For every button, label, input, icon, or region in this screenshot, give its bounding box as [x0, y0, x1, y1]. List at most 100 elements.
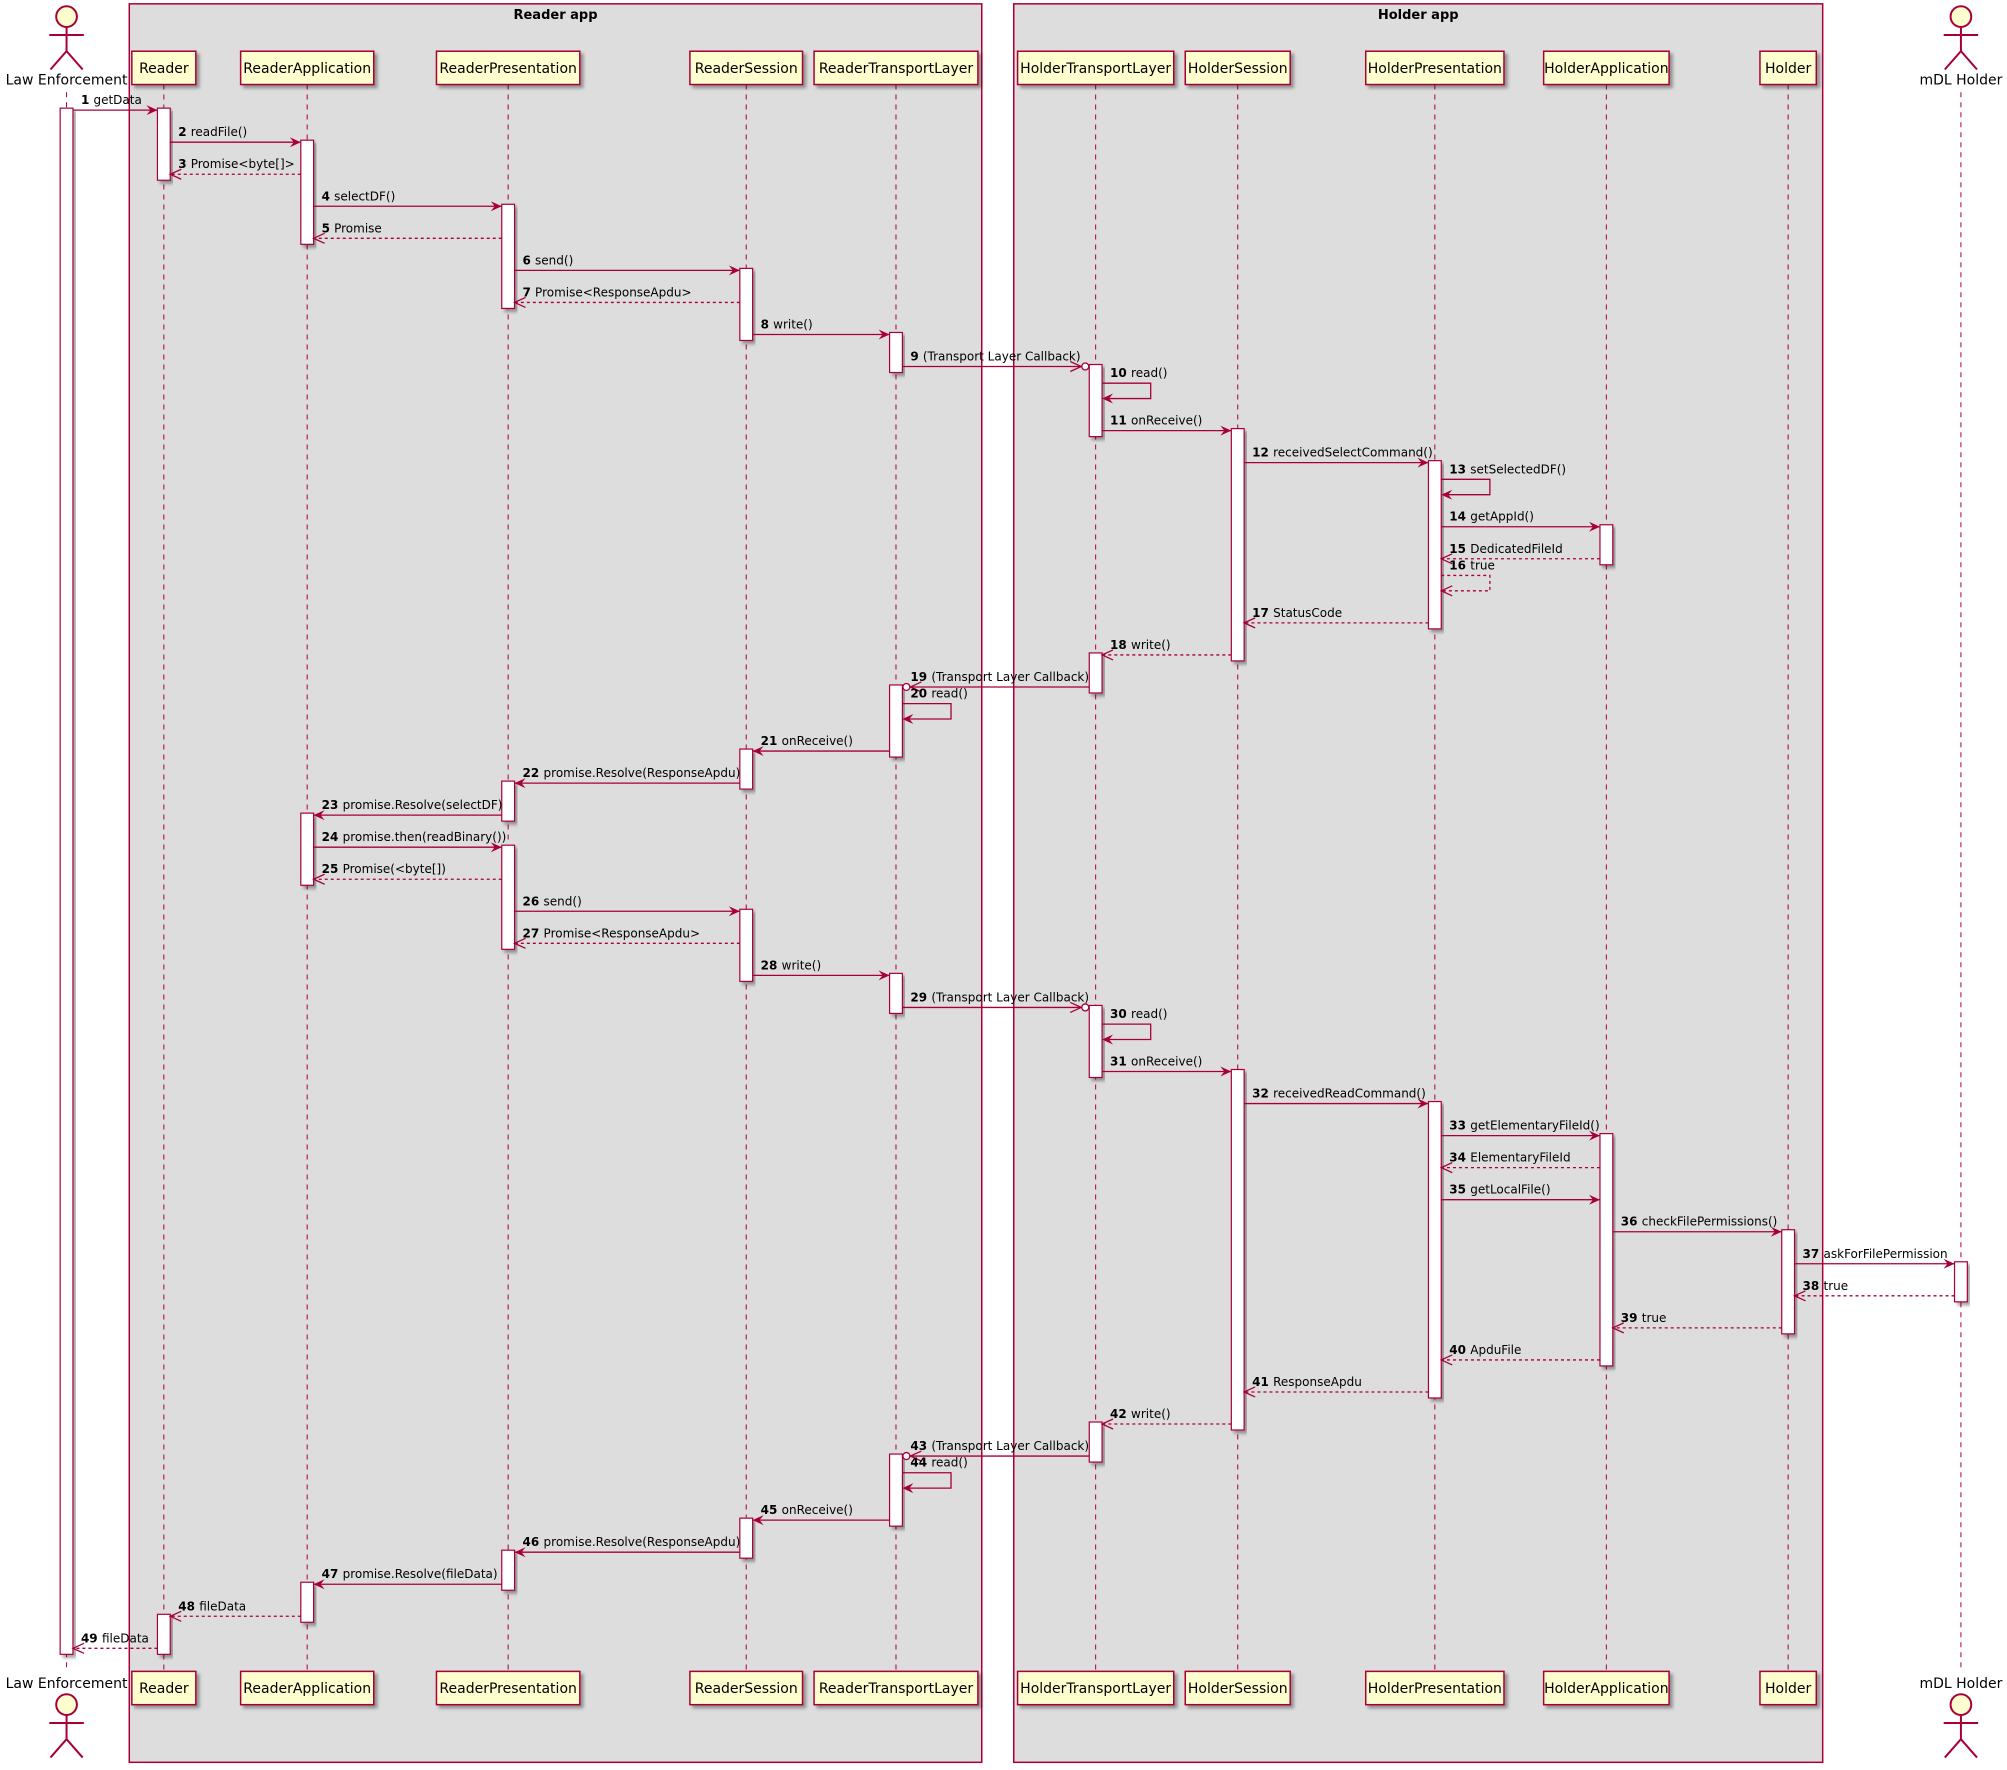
- message-label: fileData: [199, 1599, 246, 1613]
- message-number: 29: [910, 990, 927, 1004]
- box-title: Reader app: [513, 8, 597, 23]
- arrow-head: [908, 1450, 922, 1462]
- arrow-head: [878, 970, 890, 981]
- message-number: 13: [1449, 462, 1466, 476]
- message-number: 42: [1110, 1407, 1127, 1421]
- participant-rect: [1016, 1670, 1175, 1706]
- message-number: 3: [178, 157, 186, 171]
- message-number: 15: [1449, 542, 1466, 556]
- actor-figure: [1943, 1693, 1979, 1759]
- message-number: 26: [523, 894, 540, 908]
- message-label: selectDF(): [334, 189, 395, 203]
- message-label: promise.Resolve(fileData): [343, 1567, 498, 1581]
- message-number: 45: [761, 1503, 778, 1517]
- message-number: 37: [1803, 1247, 1820, 1261]
- arrow-head: [1792, 1290, 1806, 1302]
- message-label: Promise(<byte[]): [343, 862, 446, 876]
- message-number: 39: [1621, 1311, 1638, 1325]
- message-9: 9(Transport Layer Callback): [902, 350, 1090, 373]
- message-label: read(): [1131, 1007, 1167, 1021]
- participant-box-bottom: Holder: [1759, 1670, 1818, 1706]
- box-background: [128, 3, 983, 1764]
- message-label: read(): [931, 1456, 967, 1470]
- arrow-head: [1220, 1066, 1232, 1077]
- participant-label: HolderApplication: [1544, 1681, 1668, 1697]
- message-number: 11: [1110, 414, 1127, 428]
- arrow-head: [1439, 1162, 1453, 1174]
- message-number: 38: [1803, 1279, 1820, 1293]
- participant-rect: [1016, 50, 1175, 86]
- participant-box-top: ReaderPresentation: [435, 50, 581, 86]
- message-label: write(): [782, 958, 822, 972]
- participant-rect: [1542, 50, 1670, 86]
- actor-body: [49, 26, 84, 71]
- activation-bar: [156, 107, 171, 181]
- arrow-head: [312, 873, 325, 885]
- message-label: setSelectedDF(): [1470, 462, 1566, 476]
- message-number: 22: [523, 766, 540, 780]
- message-number: 32: [1252, 1087, 1269, 1101]
- arrow-head: [1943, 1258, 1955, 1269]
- arrow-head: [1439, 1354, 1453, 1366]
- participant-rect: [435, 50, 581, 86]
- message-25: 25 Promise(<byte[]): [312, 862, 502, 885]
- participant-rect: [1364, 50, 1505, 86]
- participant-box-bottom: ReaderTransportLayer: [813, 1670, 979, 1706]
- participant-label: ReaderApplication: [243, 1681, 371, 1697]
- participant-label: HolderTransportLayer: [1020, 61, 1171, 77]
- participant-box-bottom: HolderPresentation: [1364, 1670, 1505, 1706]
- message-number: 10: [1110, 366, 1127, 380]
- participant-rect: [1542, 1670, 1670, 1706]
- activation-bar: [1088, 1004, 1103, 1079]
- participant-label: ReaderTransportLayer: [819, 1681, 974, 1697]
- participant-rect: [1184, 1670, 1291, 1706]
- activation-bar: [501, 203, 516, 310]
- participant-box-bottom: HolderApplication: [1542, 1670, 1670, 1706]
- arrow-head: [1588, 1194, 1600, 1205]
- message-label: ResponseApdu: [1273, 1375, 1362, 1389]
- participant-box-top: ReaderTransportLayer: [813, 50, 979, 86]
- message-number: 23: [322, 798, 339, 812]
- message-number: 44: [910, 1456, 927, 1470]
- participant-label: ReaderPresentation: [439, 61, 576, 77]
- activation-bar: [888, 684, 903, 758]
- participant-box-top: HolderTransportLayer: [1016, 50, 1175, 86]
- message-label: Promise<ResponseApdu>: [544, 926, 701, 940]
- message-label: send(): [544, 894, 582, 908]
- message-line: [902, 702, 952, 720]
- arrow-head: [312, 232, 325, 244]
- message-number: 48: [178, 1599, 195, 1613]
- message-number: 25: [322, 862, 339, 876]
- participant-box-top: Holder: [1759, 50, 1818, 86]
- arrow-head: [902, 714, 914, 725]
- message-number: 1: [81, 93, 89, 107]
- participant-label: Holder: [1765, 1681, 1811, 1697]
- message-label: promise.then(readBinary()): [343, 830, 507, 844]
- participant-label-bottom: mDL Holder: [1919, 1676, 2002, 1692]
- activation-bar: [1088, 363, 1103, 438]
- message-number: 27: [523, 926, 540, 940]
- participant-label: HolderSession: [1188, 61, 1288, 77]
- message-number: 19: [910, 670, 927, 684]
- activation-bar: [1088, 1421, 1103, 1463]
- message-label: (Transport Layer Callback): [931, 1439, 1089, 1453]
- participant-label: ReaderTransportLayer: [819, 61, 974, 77]
